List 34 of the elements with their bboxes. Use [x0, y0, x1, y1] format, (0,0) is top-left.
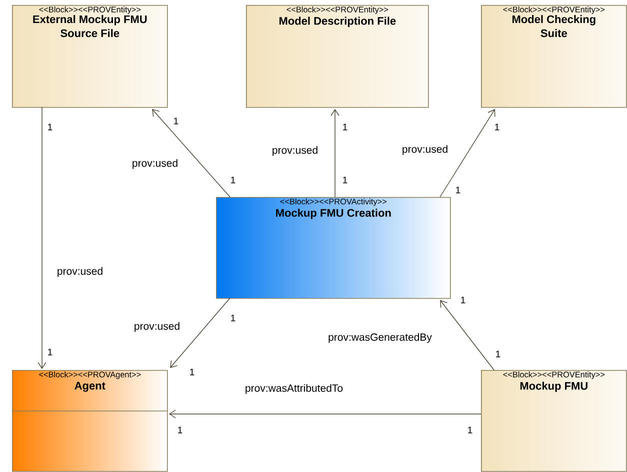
- edge-label: prov:used: [56, 266, 104, 278]
- multiplicity: 1: [456, 186, 460, 194]
- multiplicity: 1: [48, 348, 52, 356]
- edge-label: prov:used: [130, 158, 180, 170]
- arrow: [330, 109, 340, 198]
- block-box: <<Block>><<PROVAgent>> Agent: [12, 370, 168, 472]
- multiplicity: 1: [495, 124, 500, 130]
- block-box: <<Block>><<PROVEntity>> External Mockup FMU Source File: [12, 5, 168, 108]
- arrow: [440, 109, 496, 198]
- multiplicity: 1: [461, 296, 466, 304]
- edge-label: prov:used: [400, 144, 450, 156]
- block-box: <<Block>><<PROVEntity>> Model Checking Suite: [481, 5, 627, 108]
- edge-label: prov:used: [270, 145, 320, 157]
- block-box: <<Block>><<PROVEntity>> Mockup FMU: [481, 370, 627, 472]
- block-box: <<Block>><<PROVEntity>> Model Description File: [246, 5, 429, 108]
- arrow: [169, 410, 482, 418]
- arrow: [440, 300, 494, 370]
- multiplicity: 1: [178, 426, 182, 434]
- multiplicity: 1: [468, 426, 472, 434]
- multiplicity: 1: [496, 350, 500, 358]
- edge-label: prov:used: [132, 321, 182, 333]
- multiplicity: 1: [231, 314, 236, 322]
- multiplicity: 1: [343, 124, 348, 130]
- arrow: [38, 106, 46, 369]
- edge-label: prov:wasAttributedTo: [244, 383, 344, 395]
- multiplicity: 1: [174, 118, 178, 124]
- multiplicity: 1: [190, 368, 194, 376]
- edge-label: prov:wasGeneratedBy: [327, 332, 433, 344]
- arrow: [152, 109, 230, 198]
- arrow: [170, 298, 230, 368]
- multiplicity: 1: [343, 176, 348, 184]
- multiplicity: 1: [231, 176, 236, 184]
- block-box: <<Block>><<PROVActivity>> Mockup FMU Creation: [216, 197, 451, 299]
- multiplicity: 1: [48, 124, 52, 130]
